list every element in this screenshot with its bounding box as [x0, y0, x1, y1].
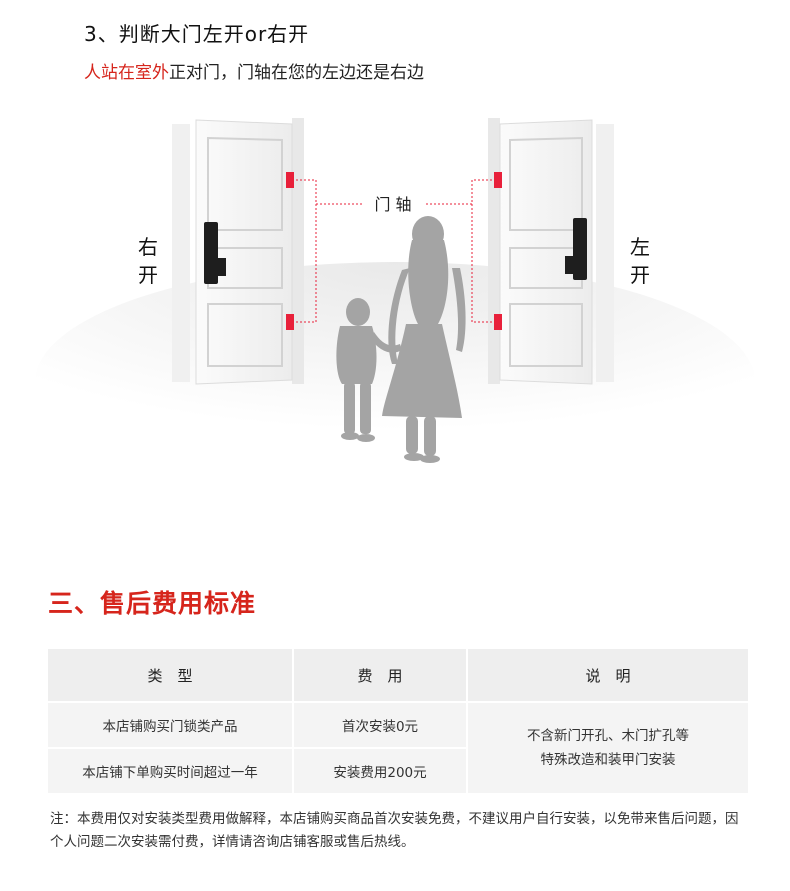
woman-silhouette — [382, 216, 466, 463]
left-opening-door — [488, 118, 614, 385]
left-opening-label-2: 开 — [630, 263, 650, 287]
right-door-inset-bottom — [509, 303, 583, 367]
description-line-1: 不含新门开孔、木门扩孔等 — [527, 728, 689, 744]
left-door-inset-bottom — [207, 303, 283, 367]
right-door-inset-mid — [509, 247, 583, 289]
header-type: 类 型 — [48, 649, 292, 701]
row-type: 本店铺购买门锁类产品 — [48, 703, 292, 747]
hinge-leader-left — [296, 179, 362, 323]
left-door-frame-right — [292, 118, 304, 384]
hinge-label: 门 轴 — [374, 195, 411, 214]
footnote: 注：本费用仅对安装类型费用做解释，本店铺购买商品首次安装免费，不建议用户自行安装… — [50, 811, 739, 850]
left-door-panel — [195, 119, 293, 385]
door-illustration: 门 轴 右 开 左 开 — [35, 118, 755, 502]
left-door-frame — [172, 124, 190, 382]
hinge-leader-right — [424, 179, 492, 323]
right-door-hinge-top — [494, 172, 502, 188]
table-row: 本店铺购买门锁类产品 首次安装0元 不含新门开孔、木门扩孔等 特殊改造和装甲门安… — [48, 703, 748, 793]
right-door-panel — [499, 119, 593, 385]
left-door-lock-icon — [204, 222, 218, 284]
right-door-hinge-bottom — [494, 314, 502, 330]
left-door-lock-handle — [218, 258, 226, 276]
table-row: 本店铺下单购买时间超过一年 安装费用200元 — [48, 749, 748, 793]
table-header-row: 类 型 费 用 说 明 — [48, 649, 748, 701]
header-fee: 费 用 — [294, 649, 466, 701]
right-door-frame — [596, 124, 614, 382]
right-door-lock-handle — [565, 256, 573, 274]
header-description: 说 明 — [468, 649, 748, 701]
row-fee: 安装费用200元 — [294, 749, 466, 793]
right-door-lock-icon — [573, 218, 587, 280]
subtitle: 人站在室外正对门，门轴在您的左边还是右边 — [84, 58, 424, 83]
right-opening-label-2: 开 — [138, 263, 158, 287]
child-silhouette — [336, 298, 402, 442]
right-opening-label-1: 右 — [138, 235, 158, 259]
subtitle-highlight: 人站在室外 — [84, 63, 169, 83]
row-fee: 首次安装0元 — [294, 703, 466, 747]
description-line-2: 特殊改造和装甲门安装 — [540, 752, 676, 768]
row-type: 本店铺下单购买时间超过一年 — [48, 749, 292, 793]
row-description: 不含新门开孔、木门扩孔等 特殊改造和装甲门安装 — [468, 703, 748, 793]
right-opening-door — [172, 118, 304, 385]
left-door-hinge-bottom — [286, 314, 294, 330]
left-opening-label-1: 左 — [630, 235, 650, 259]
step-title: 3、判断大门左开or右开 — [84, 22, 310, 46]
left-door-hinge-top — [286, 172, 294, 188]
fee-table: 类 型 费 用 说 明 本店铺购买门锁类产品 首次安装0元 不含新门开孔、木门扩… — [46, 647, 750, 795]
section-title: 三、售后费用标准 — [48, 589, 257, 618]
left-door-inset-top — [207, 136, 283, 231]
subtitle-rest: 正对门，门轴在您的左边还是右边 — [169, 63, 424, 83]
right-door-frame-left — [488, 118, 500, 384]
